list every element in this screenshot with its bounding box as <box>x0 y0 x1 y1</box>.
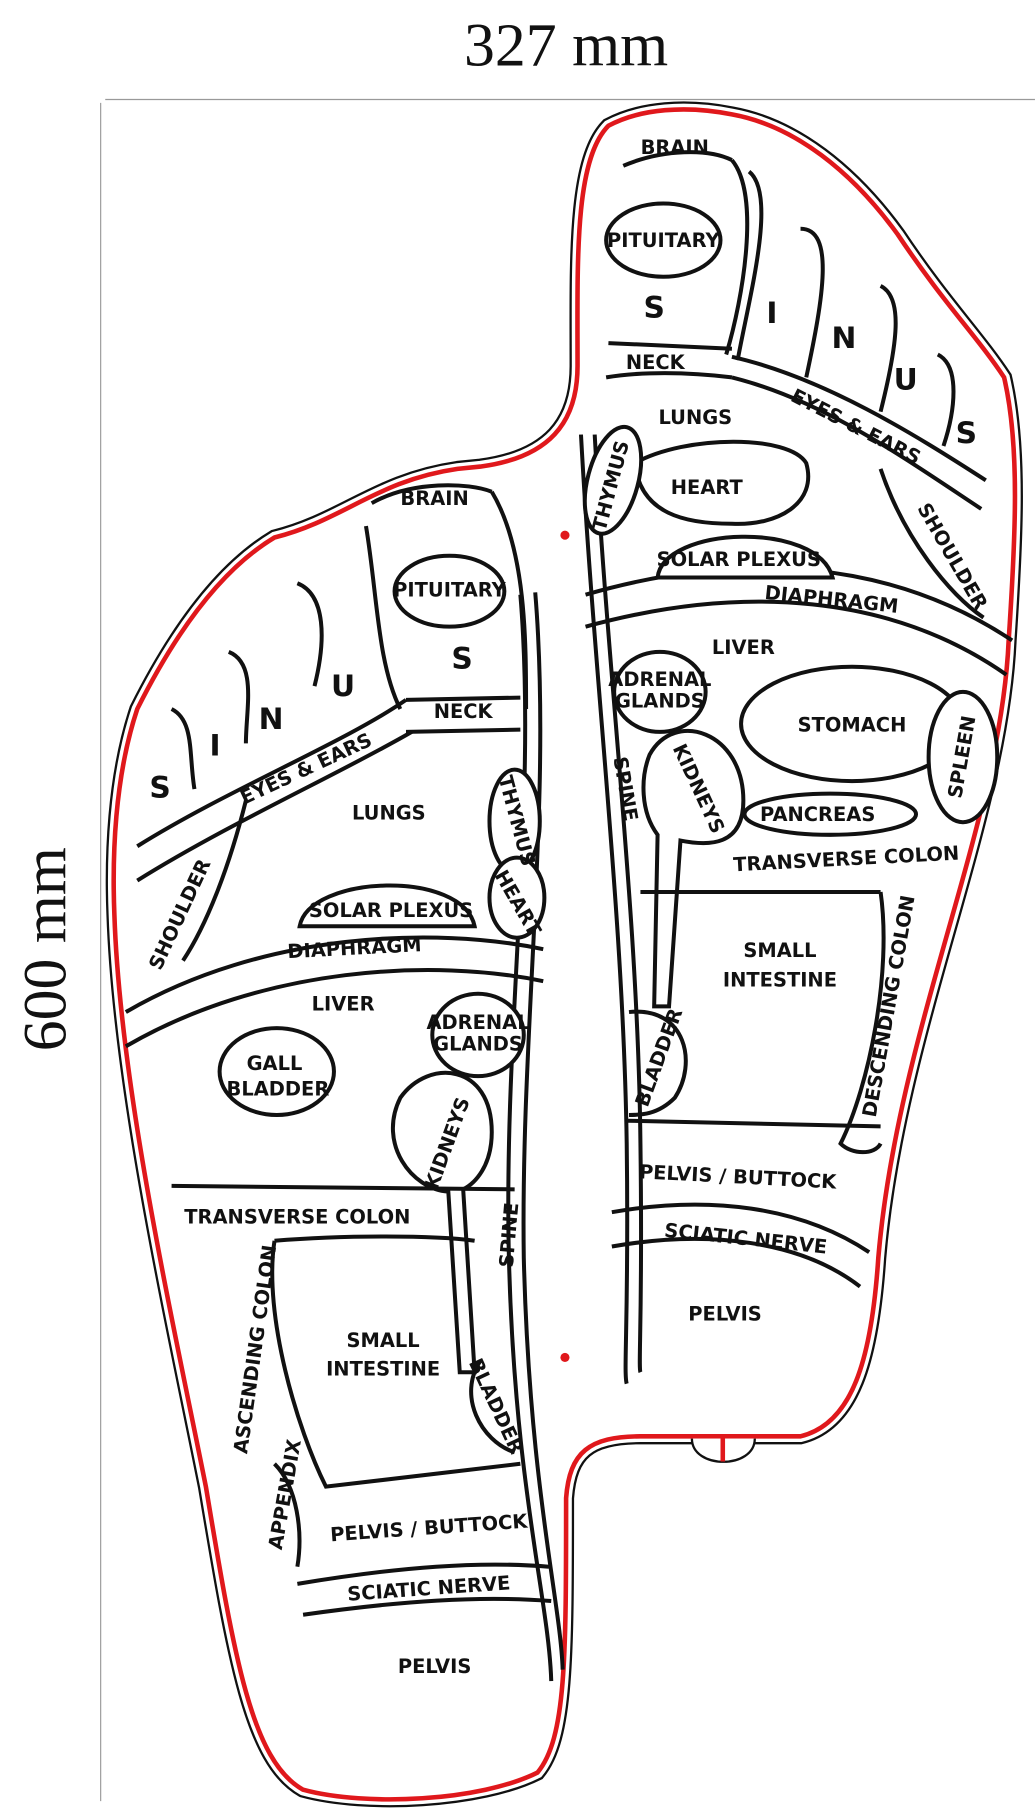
label-solar-plexus: SOLAR PLEXUS <box>309 899 473 922</box>
label-pelvis: PELVIS <box>398 1655 472 1678</box>
height-label: 600 mm <box>12 847 80 1051</box>
label-stomach: STOMACH <box>798 714 907 737</box>
label-sinus-s: S <box>643 290 664 325</box>
right-foot-zones <box>578 150 1014 1385</box>
label-liver: LIVER <box>312 993 375 1016</box>
label-sinus-n: N <box>832 321 857 356</box>
marker-dot <box>560 530 570 540</box>
label-heart: HEART <box>671 476 744 499</box>
label-sinus-i: I <box>209 728 220 763</box>
label-sinus-i: I <box>766 296 777 331</box>
label-lungs: LUNGS <box>658 406 732 429</box>
label-sinus-n: N <box>259 702 284 737</box>
left-foot-zones <box>124 483 565 1682</box>
label-pancreas: PANCREAS <box>760 803 875 826</box>
label-sinus-s2: S <box>149 771 170 806</box>
label-pelvis: PELVIS <box>688 1303 762 1326</box>
label-small: SMALL <box>347 1329 420 1352</box>
width-label: 327 mm <box>464 12 668 80</box>
label-neck: NECK <box>434 700 494 723</box>
label-sinus-s: S <box>451 641 472 676</box>
label-glands: GLANDS <box>433 1033 523 1056</box>
label-liver: LIVER <box>712 636 775 659</box>
label-brain: BRAIN <box>400 487 468 510</box>
feet-outline <box>105 101 1023 1808</box>
label-spine: SPINE <box>495 1202 524 1269</box>
label-brain: BRAIN <box>641 136 709 159</box>
red-cut-line <box>111 107 1018 1802</box>
label-transverse-colon: TRANSVERSE COLON <box>184 1205 410 1228</box>
label-pituitary: PITUITARY <box>607 229 720 252</box>
label-intestine: INTESTINE <box>723 969 837 992</box>
label-adrenal: ADRENAL <box>426 1011 529 1034</box>
label-neck: NECK <box>626 351 686 374</box>
label-intestine: INTESTINE <box>326 1358 440 1381</box>
label-adrenal: ADRENAL <box>608 668 711 691</box>
label-solar-plexus: SOLAR PLEXUS <box>657 548 821 571</box>
label-sinus-s2: S <box>956 416 977 451</box>
label-lungs: LUNGS <box>352 802 426 825</box>
label-gall-bladder: BLADDER <box>227 1077 330 1100</box>
label-sinus-u: U <box>894 362 918 397</box>
label-sinus-u: U <box>331 669 355 704</box>
label-gall: GALL <box>247 1052 303 1075</box>
label-glands: GLANDS <box>615 690 705 713</box>
marker-dot <box>560 1352 570 1363</box>
label-small: SMALL <box>743 939 816 962</box>
label-pituitary: PITUITARY <box>393 579 506 602</box>
